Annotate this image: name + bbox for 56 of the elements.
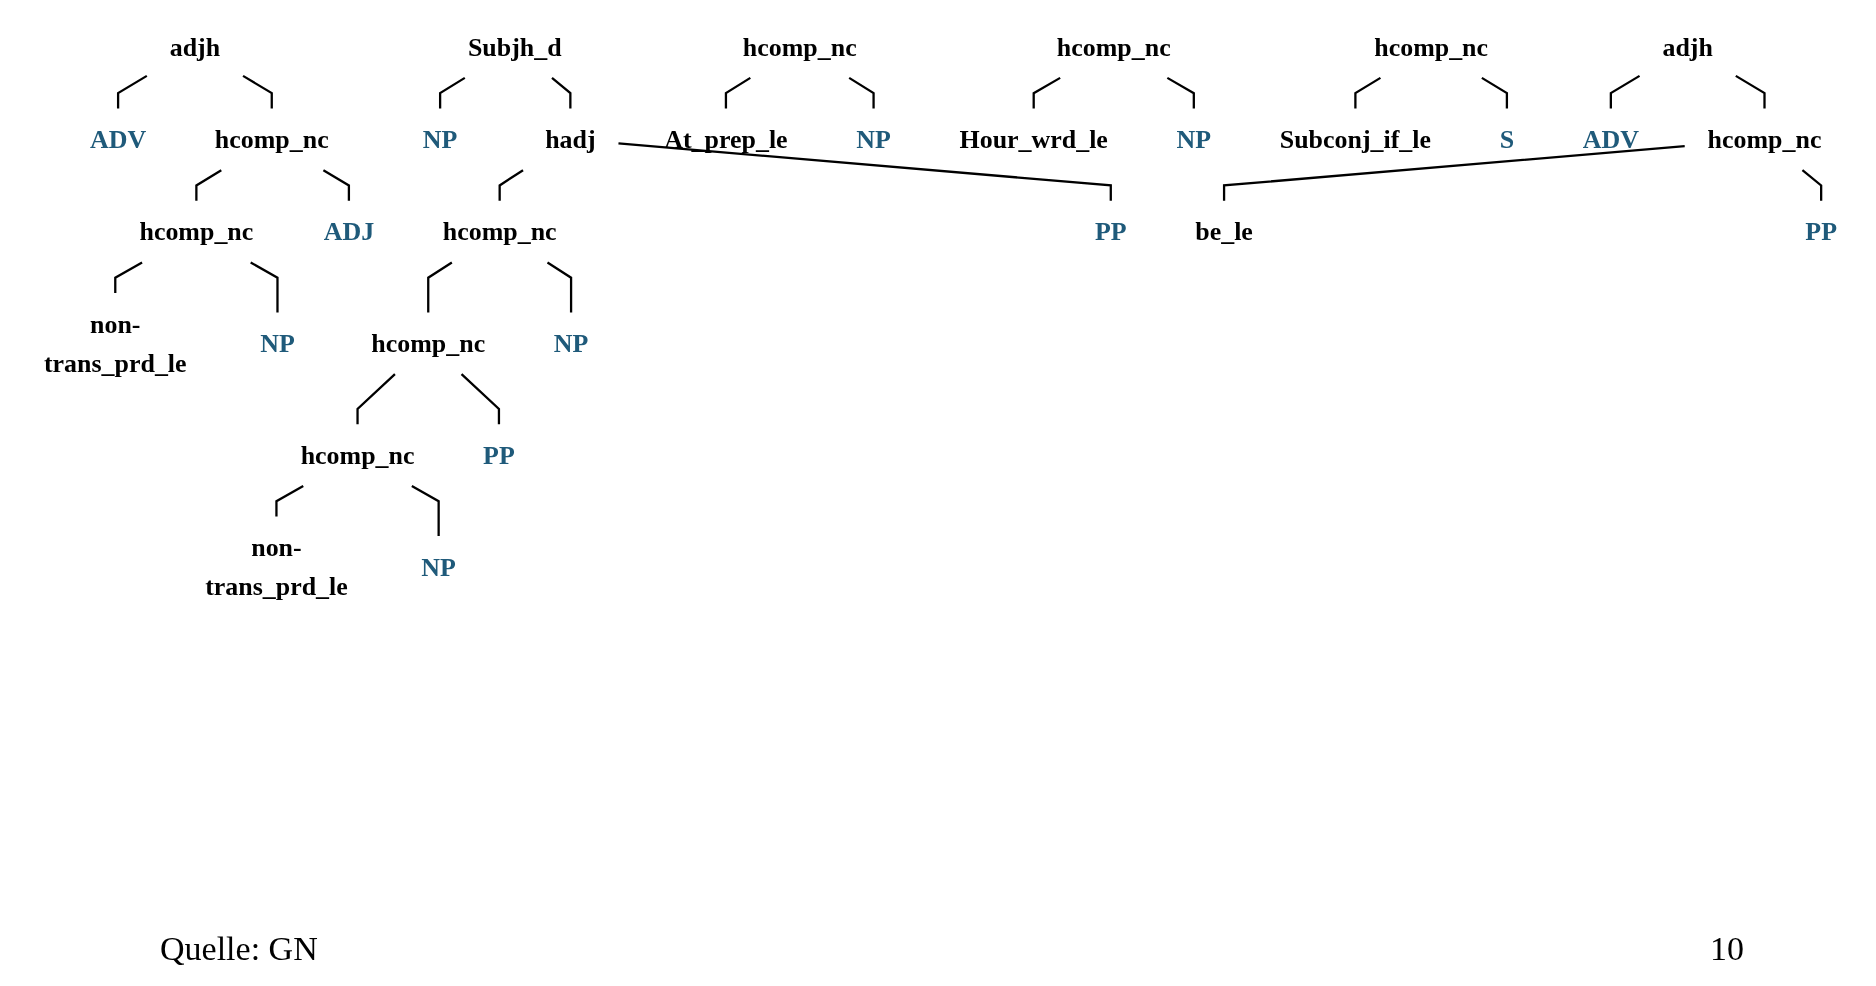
connector: [1354, 76, 1382, 109]
connector: [498, 169, 524, 201]
node-text: NP: [422, 125, 458, 154]
node-text: hcomp_nc: [1707, 125, 1822, 154]
node-text: hcomp_nc: [371, 329, 486, 358]
node-text: hcomp_nc: [1374, 32, 1489, 62]
connector: [1481, 76, 1509, 109]
node-text: NP: [553, 329, 589, 358]
connector: [242, 74, 273, 109]
connector: [322, 169, 351, 201]
connector: [114, 261, 143, 293]
connector: [1222, 144, 1685, 201]
connector: [195, 169, 222, 201]
node-text: ADV: [90, 125, 147, 154]
node-text: NP: [1176, 125, 1212, 154]
node-text: PP: [483, 440, 515, 470]
connector: [275, 484, 304, 517]
connector: [724, 76, 751, 109]
node-text: PP: [1094, 217, 1127, 246]
node-text: hcomp_nc: [139, 217, 254, 246]
node-text: be_le: [1195, 217, 1253, 246]
connector: [1166, 76, 1195, 109]
node-text: adjh: [169, 32, 221, 62]
connector: [1032, 76, 1061, 109]
source-note: Quelle: GN: [160, 930, 318, 968]
node-text: Hour_wrd_le: [959, 125, 1108, 154]
node-text: hcomp_nc: [214, 125, 329, 154]
node-text: hadj: [545, 125, 596, 154]
connector: [356, 373, 396, 425]
connector: [438, 76, 466, 109]
connector: [116, 74, 148, 109]
node-text: PP: [1805, 217, 1837, 246]
node-text: hcomp_nc: [742, 32, 857, 62]
connector: [551, 77, 572, 109]
connector: [848, 76, 875, 109]
node-text: At_prep_le: [664, 125, 788, 154]
node-text: Subjh_d: [467, 32, 562, 62]
node-text: non-trans_prd_le: [205, 533, 348, 601]
node-text: ADJ: [323, 217, 375, 246]
node-text: hcomp_nc: [300, 440, 415, 470]
node-text: ADV: [1582, 125, 1639, 154]
node-text: hcomp_nc: [1056, 32, 1171, 62]
node-text: NP: [421, 552, 456, 581]
node-text: S: [1499, 125, 1515, 154]
node-text: adjh: [1662, 32, 1713, 62]
node-text: Subconj_if_le: [1279, 125, 1432, 154]
node-text: NP: [260, 329, 295, 358]
node-text: non-trans_prd_le: [43, 309, 187, 377]
connector: [1801, 169, 1823, 201]
connector: [618, 142, 1112, 201]
node-text: hcomp_nc: [442, 217, 557, 246]
connector: [460, 373, 501, 425]
node-text: NP: [856, 125, 891, 154]
page-number: 10: [1710, 930, 1744, 968]
connector: [1609, 74, 1641, 109]
connector: [1735, 74, 1766, 109]
